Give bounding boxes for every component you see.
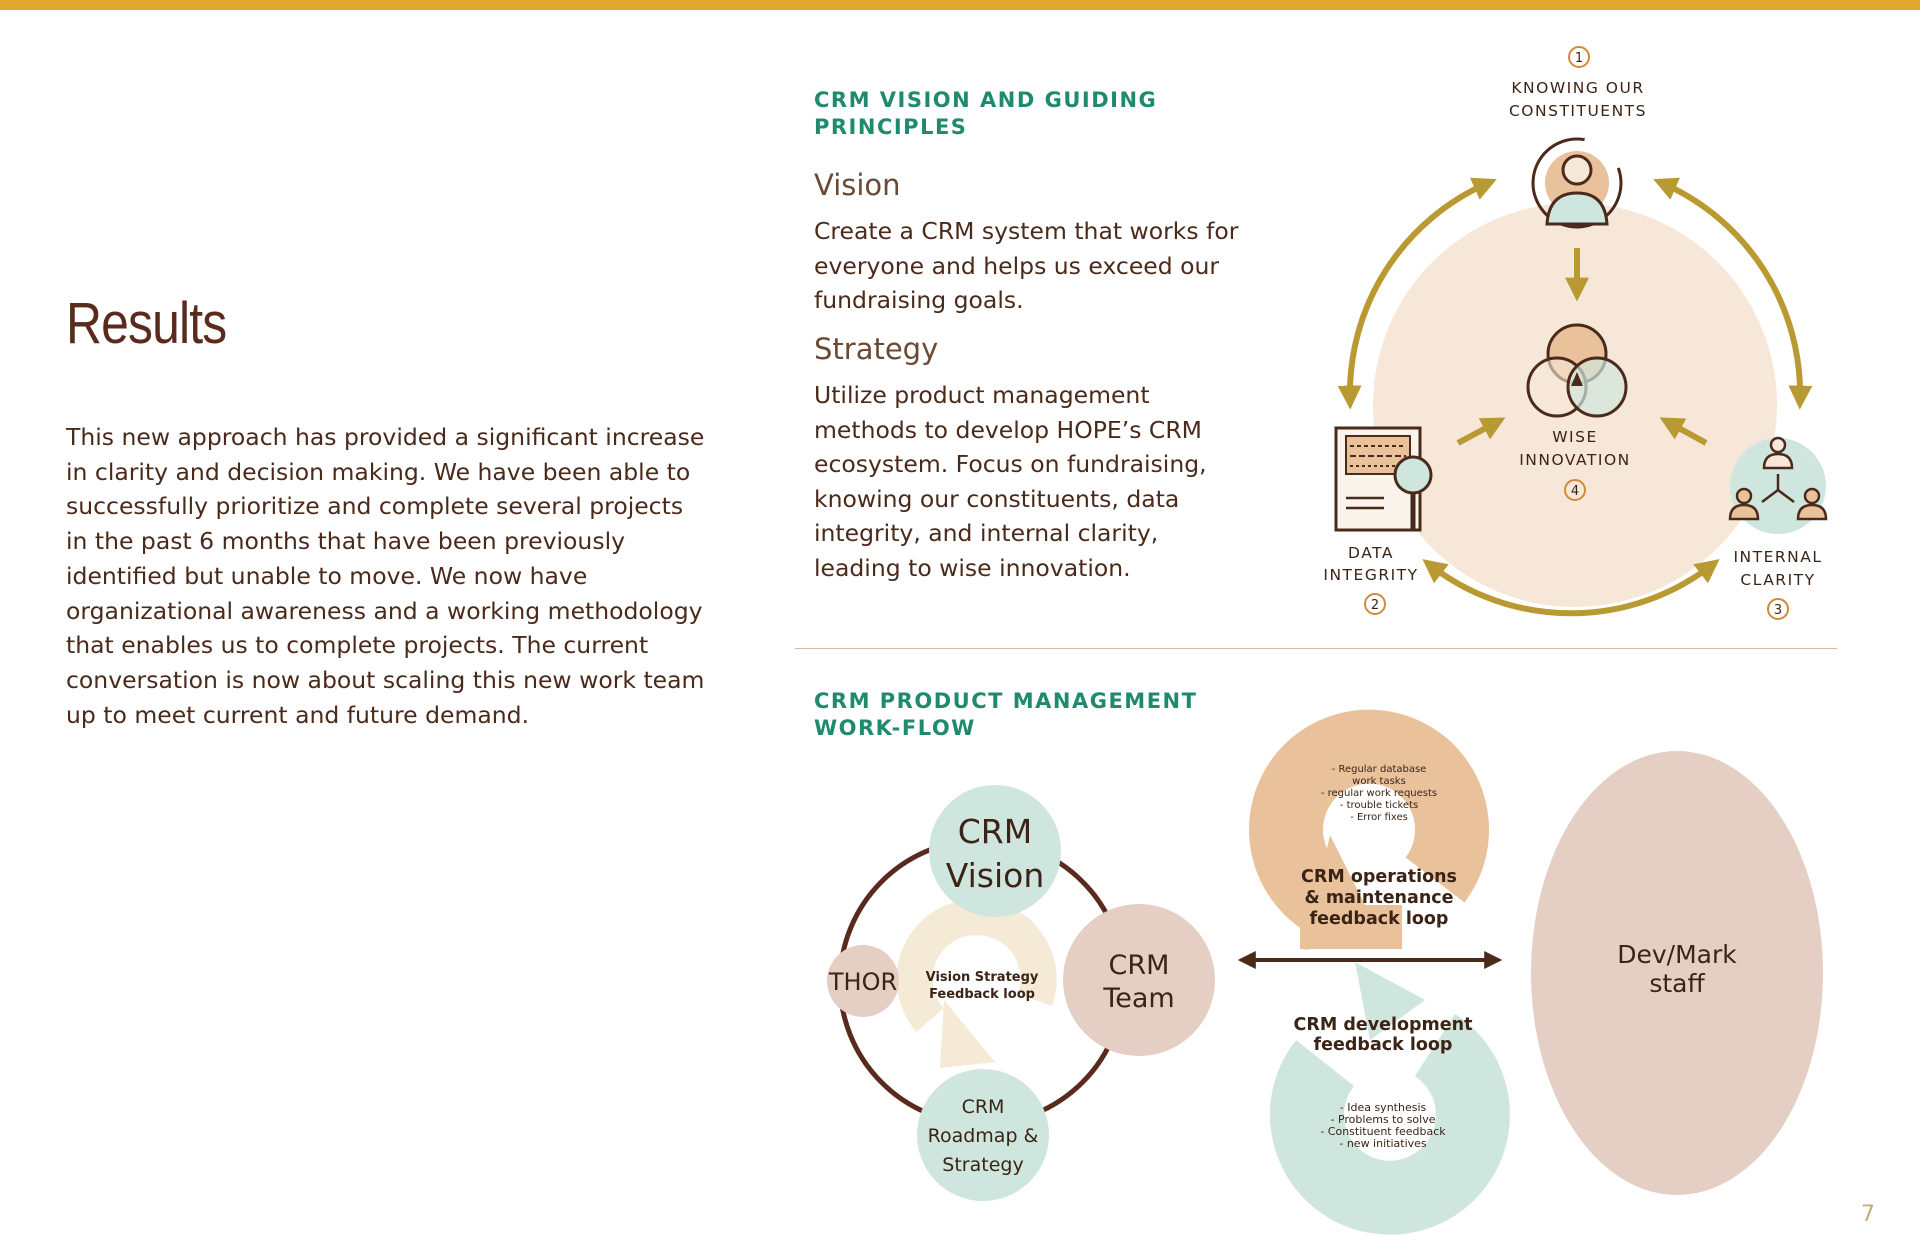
principles-diagram: 1 2 3 4 KNOWING OUR CONSTITUENTS DATA IN… [1323,46,1828,620]
person-icon [1531,137,1623,229]
principle-1-label-line2: CONSTITUENTS [1509,102,1647,120]
crm-vision-line2: Vision [946,856,1044,895]
development-loop: CRM development feedback loop - Idea syn… [1269,962,1510,1235]
dev-label-line1: CRM development [1294,1015,1473,1035]
thor-node: THOR [827,945,899,1017]
crm-team-node: CRM Team [1063,904,1215,1056]
dev-item-3: - Constituent feedback [1320,1125,1446,1138]
principle-4-label-line1: WISE [1552,428,1598,446]
top-accent-bar [0,0,1920,10]
principle-2-badge: 2 [1364,593,1386,615]
principle-4-badge: 4 [1564,479,1586,501]
thor-label: THOR [828,968,897,996]
team-network-icon [1728,436,1828,534]
results-paragraph: This new approach has provided a signifi… [66,423,705,729]
vision-strategy-feedback-loop: Vision Strategy Feedback loop [896,899,1057,1068]
svg-text:3: 3 [1774,603,1782,618]
crm-roadmap-node: CRM Roadmap & Strategy [917,1069,1049,1201]
dev-label-line2: feedback loop [1314,1035,1453,1055]
vision-section-title: CRM VISION AND GUIDING PRINCIPLES [814,88,1158,139]
svg-text:4: 4 [1571,484,1579,499]
results-heading: Results [66,291,227,356]
dev-item-4: - new initiatives [1339,1137,1427,1150]
ops-label-line1: CRM operations [1301,867,1457,887]
dev-item-1: - Idea synthesis [1340,1101,1427,1114]
workflow-section-title: CRM PRODUCT MANAGEMENT WORK-FLOW [814,689,1198,740]
principle-3-badge: 3 [1767,598,1789,620]
staff-line1: Dev/Mark [1617,940,1737,969]
ops-label-line3: feedback loop [1310,909,1449,929]
arrow-left-inner [1456,417,1506,446]
roadmap-line3: Strategy [942,1154,1023,1176]
crm-team-line1: CRM [1109,950,1170,981]
ops-item-5: - Error fixes [1350,812,1408,823]
vision-heading: Vision [814,168,901,202]
document-magnifier-icon [1334,426,1433,532]
ops-item-4: - trouble tickets [1340,800,1418,811]
crm-vision-line1: CRM [958,812,1032,851]
staff-line2: staff [1649,969,1705,998]
ops-item-2: work tasks [1352,776,1406,787]
ops-label-line2: & maintenance [1304,888,1453,908]
page-number: 7 [1861,1202,1875,1227]
arc-arrow-bottom [1422,559,1720,617]
principle-2-label-line2: INTEGRITY [1323,566,1418,584]
dev-mark-staff-node: Dev/Mark staff [1531,751,1823,1195]
feedback-loop-label-line2: Feedback loop [929,987,1035,1002]
feedback-loop-label-line1: Vision Strategy [926,970,1039,985]
ops-item-3: - regular work requests [1321,788,1437,799]
principle-1-badge: 1 [1568,46,1590,68]
workflow-diagram: Vision Strategy Feedback loop CRM Vision… [827,709,1823,1235]
strategy-text: Utilize product management methods to de… [814,381,1207,582]
dev-item-2: - Problems to solve [1331,1113,1436,1126]
svg-text:2: 2 [1371,598,1379,613]
operations-maintenance-loop: - Regular database work tasks - regular … [1249,709,1489,950]
principle-3-label-line1: INTERNAL [1733,548,1822,566]
arc-arrow-left [1337,177,1497,410]
principle-3-label-line2: CLARITY [1740,571,1815,589]
strategy-heading: Strategy [814,332,939,366]
arrow-right-inner [1659,417,1708,446]
principle-4-label-line2: INNOVATION [1519,451,1631,469]
section-divider [795,648,1837,649]
svg-text:1: 1 [1575,51,1583,66]
venn-diagram-icon [1526,323,1628,418]
principle-1-label-line1: KNOWING OUR [1511,79,1644,97]
vision-text: Create a CRM system that works for every… [814,217,1239,314]
roadmap-line2: Roadmap & [928,1125,1039,1147]
ops-item-1: - Regular database [1332,764,1427,775]
principle-2-label-line1: DATA [1348,544,1394,562]
crm-vision-node: CRM Vision [929,785,1061,917]
arc-arrow-right [1653,177,1813,410]
roadmap-line1: CRM [962,1096,1005,1118]
crm-team-line2: Team [1102,983,1174,1014]
